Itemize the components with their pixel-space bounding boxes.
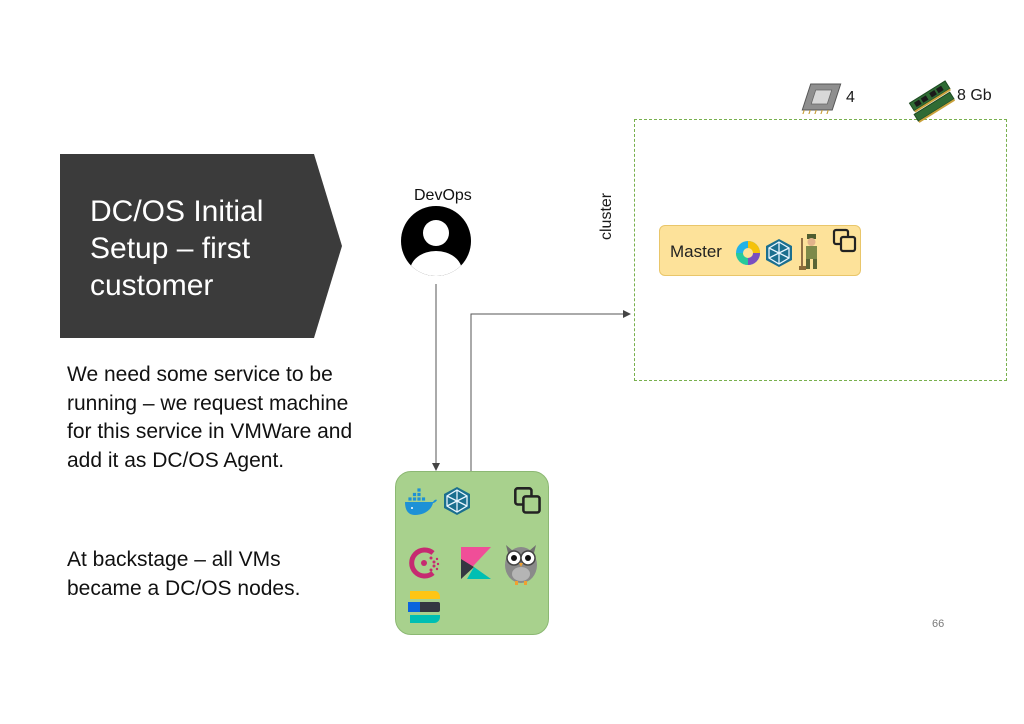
virtual-machine-icon (832, 228, 857, 253)
consul-logo-icon (409, 547, 440, 579)
cluster-boundary (634, 119, 1007, 381)
cpu-count: 4 (846, 89, 855, 106)
slide-title: DC/OS Initial Setup – first customer (90, 195, 264, 302)
kibana-logo-icon (461, 547, 491, 579)
body-paragraph-2: At backstage – all VMs became a DC/OS no… (67, 548, 301, 600)
ram-amount: 8 Gb (957, 87, 992, 104)
mesos-logo-icon (766, 239, 792, 267)
page-number: 66 (932, 618, 945, 630)
cpu-chip-icon (801, 83, 842, 114)
devops-label: DevOps (414, 187, 472, 204)
master-label: Master (670, 242, 722, 261)
master-node (659, 225, 861, 276)
ram-module-icon (908, 80, 956, 123)
marathon-soldier-icon (799, 234, 817, 270)
elastic-logo-icon (408, 591, 441, 623)
person-avatar-icon (401, 206, 471, 276)
body-paragraph-1: We need some service to be running – we … (67, 363, 353, 472)
dcos-logo-icon (736, 241, 760, 265)
cluster-label: cluster (598, 192, 615, 240)
mesos-logo-icon (444, 487, 470, 515)
owl-icon (505, 545, 537, 585)
virtual-machine-icon (514, 487, 541, 514)
title-banner (60, 154, 342, 338)
docker-logo-icon (405, 487, 437, 515)
